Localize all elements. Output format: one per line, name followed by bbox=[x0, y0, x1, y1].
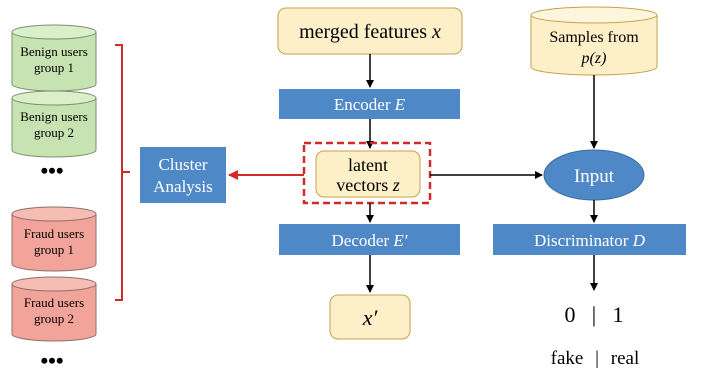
discriminator-box: Discriminator D bbox=[493, 224, 686, 255]
reconstructed-output-var: x′ bbox=[362, 305, 379, 330]
group-label-line2: group 1 bbox=[34, 60, 74, 75]
result-one: 1 bbox=[613, 302, 624, 327]
merged-features-label: merged features bbox=[299, 21, 427, 43]
merged-features-var: x bbox=[431, 21, 441, 43]
input-label: Input bbox=[574, 166, 615, 187]
encoder-box: Encoder E bbox=[279, 89, 460, 119]
result-values: 0 | 1 bbox=[565, 302, 624, 327]
cluster-label-line2: Analysis bbox=[153, 177, 213, 196]
result-zero: 0 bbox=[565, 302, 576, 327]
group-bracket bbox=[115, 44, 130, 301]
encoder-label: Encoder bbox=[334, 95, 391, 114]
discriminator-label: Discriminator bbox=[534, 231, 629, 250]
group-label-line1: Fraud users bbox=[24, 295, 84, 310]
user-group-fraud-1: Fraud users group 1 bbox=[11, 206, 97, 272]
svg-text:merged features: merged features x bbox=[299, 21, 441, 43]
encoder-var: E bbox=[394, 95, 406, 114]
latent-label-line2: vectors bbox=[336, 175, 388, 195]
group-label-line2: group 2 bbox=[34, 311, 74, 326]
svg-text:Decoder E′: Decoder E′ bbox=[332, 231, 408, 250]
user-group-benign-1: Benign users group 1 bbox=[11, 24, 97, 92]
cluster-analysis-box: Cluster Analysis bbox=[140, 147, 226, 203]
group-label-line1: Fraud users bbox=[24, 226, 84, 241]
group-label-line1: Benign users bbox=[20, 109, 88, 124]
latent-var: z bbox=[392, 175, 400, 195]
ellipsis-fraud: ••• bbox=[40, 348, 63, 371]
input-ellipse: Input bbox=[543, 149, 645, 201]
svg-text:Discriminator D: Discriminator D bbox=[534, 231, 646, 250]
reconstructed-output-box: x′ bbox=[329, 294, 411, 340]
ellipsis-benign: ••• bbox=[40, 158, 63, 183]
user-group-benign-2: Benign users group 2 bbox=[11, 90, 97, 158]
result-separator: | bbox=[592, 302, 596, 327]
group-label-line2: group 1 bbox=[34, 242, 74, 257]
decoder-var: E′ bbox=[392, 231, 407, 250]
merged-features-box: merged features x bbox=[277, 7, 463, 55]
discriminator-var: D bbox=[632, 231, 646, 250]
result-labels: fake | real bbox=[551, 348, 640, 369]
group-label-line1: Benign users bbox=[20, 44, 88, 59]
label-fake: fake bbox=[551, 348, 584, 369]
samples-label-line1: Samples from bbox=[549, 29, 639, 46]
latent-vectors-box: latent vectors z bbox=[315, 150, 421, 198]
decoder-box: Decoder E′ bbox=[279, 224, 460, 255]
samples-cylinder: Samples from p(z) bbox=[530, 6, 658, 76]
svg-text:vectors z: vectors z bbox=[336, 175, 400, 195]
samples-label-line2: p(z) bbox=[581, 50, 607, 67]
latent-label-line1: latent bbox=[348, 155, 388, 175]
label-separator: | bbox=[595, 348, 599, 369]
cluster-label-line1: Cluster bbox=[158, 155, 207, 174]
decoder-label: Decoder bbox=[332, 231, 390, 250]
user-group-fraud-2: Fraud users group 2 bbox=[11, 276, 97, 342]
group-label-line2: group 2 bbox=[34, 125, 74, 140]
svg-text:Encoder E: Encoder E bbox=[334, 95, 406, 114]
latent-highlight-dashed-border bbox=[302, 141, 432, 205]
label-real: real bbox=[611, 348, 639, 369]
